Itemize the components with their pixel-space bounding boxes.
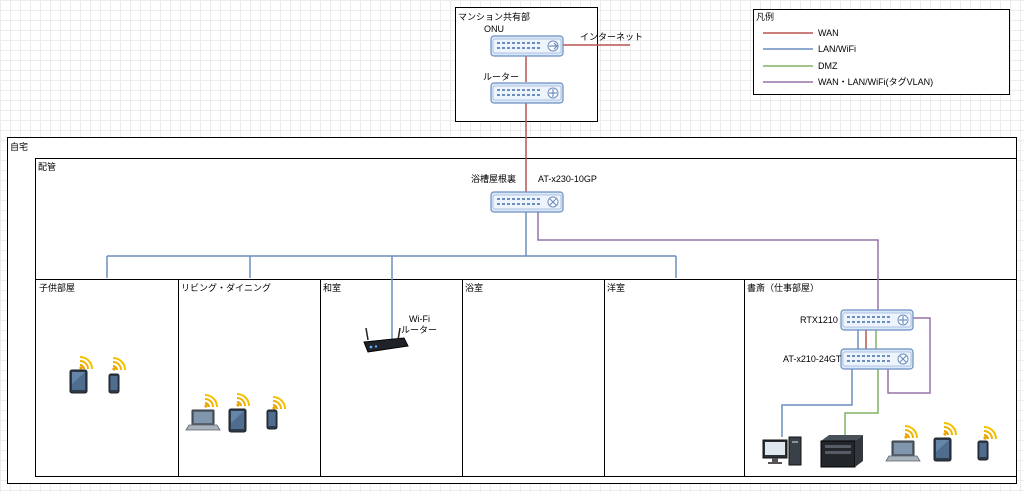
rtx1210-device[interactable] (840, 309, 914, 331)
tablet-wifi-icon (933, 437, 952, 462)
legend-item-vlan: WAN・LAN/WiFi(タグVLAN) (818, 76, 933, 87)
desktop-pc-icon (762, 436, 802, 466)
room-study-label: 書斎（仕事部屋） (747, 282, 819, 293)
lan-lines (106, 212, 859, 437)
home-title: 自宅 (10, 141, 28, 152)
smartphone-wifi-icon (977, 440, 989, 461)
rtx1210-label: RTX1210 (800, 315, 838, 325)
legend-item-wan: WAN (818, 28, 839, 38)
wifi-router-label-1: Wi-Fi (409, 314, 430, 324)
mansion-router-device[interactable] (490, 82, 564, 104)
room-kids-label: 子供部屋 (39, 282, 75, 293)
room-living-label: リビング・ダイニング (181, 282, 271, 293)
room-study (744, 279, 1017, 477)
legend-lines (763, 32, 813, 83)
wifi-router-icon[interactable] (363, 327, 409, 353)
piping-title: 配管 (38, 161, 56, 172)
room-bathroom-label: 浴室 (465, 282, 483, 293)
onu-label: ONU (484, 24, 504, 34)
tablet-wifi-icon (228, 408, 247, 433)
server-icon (820, 435, 863, 468)
legend-item-lan: LAN/WiFi (818, 44, 856, 54)
wan-lines (525, 44, 867, 350)
wifi-router-label-2: ルーター (401, 325, 437, 335)
smartphone-wifi-icon (266, 409, 278, 430)
legend-box (753, 9, 1010, 95)
smartphone-wifi-icon (108, 373, 120, 394)
onu-device[interactable] (490, 35, 564, 57)
dmz-lines (844, 330, 879, 437)
core-switch-label: AT-x230-10GP (538, 174, 597, 184)
tablet-wifi-icon (69, 369, 88, 394)
internet-label: インターネット (580, 32, 643, 42)
legend-title: 凡例 (756, 11, 774, 22)
at-x210-switch-device[interactable] (840, 348, 914, 370)
legend-item-dmz: DMZ (818, 61, 838, 71)
core-switch-device[interactable] (490, 191, 564, 213)
at-x210-label: AT-x210-24GT (783, 354, 842, 364)
router-label: ルーター (483, 72, 519, 82)
vlan-lines (537, 212, 931, 394)
mansion-title: マンション共有部 (458, 11, 530, 22)
bath-ceiling-label: 浴槽屋根裏 (471, 173, 516, 184)
room-washitsu-label: 和室 (323, 282, 341, 293)
room-western-label: 洋室 (607, 282, 625, 293)
